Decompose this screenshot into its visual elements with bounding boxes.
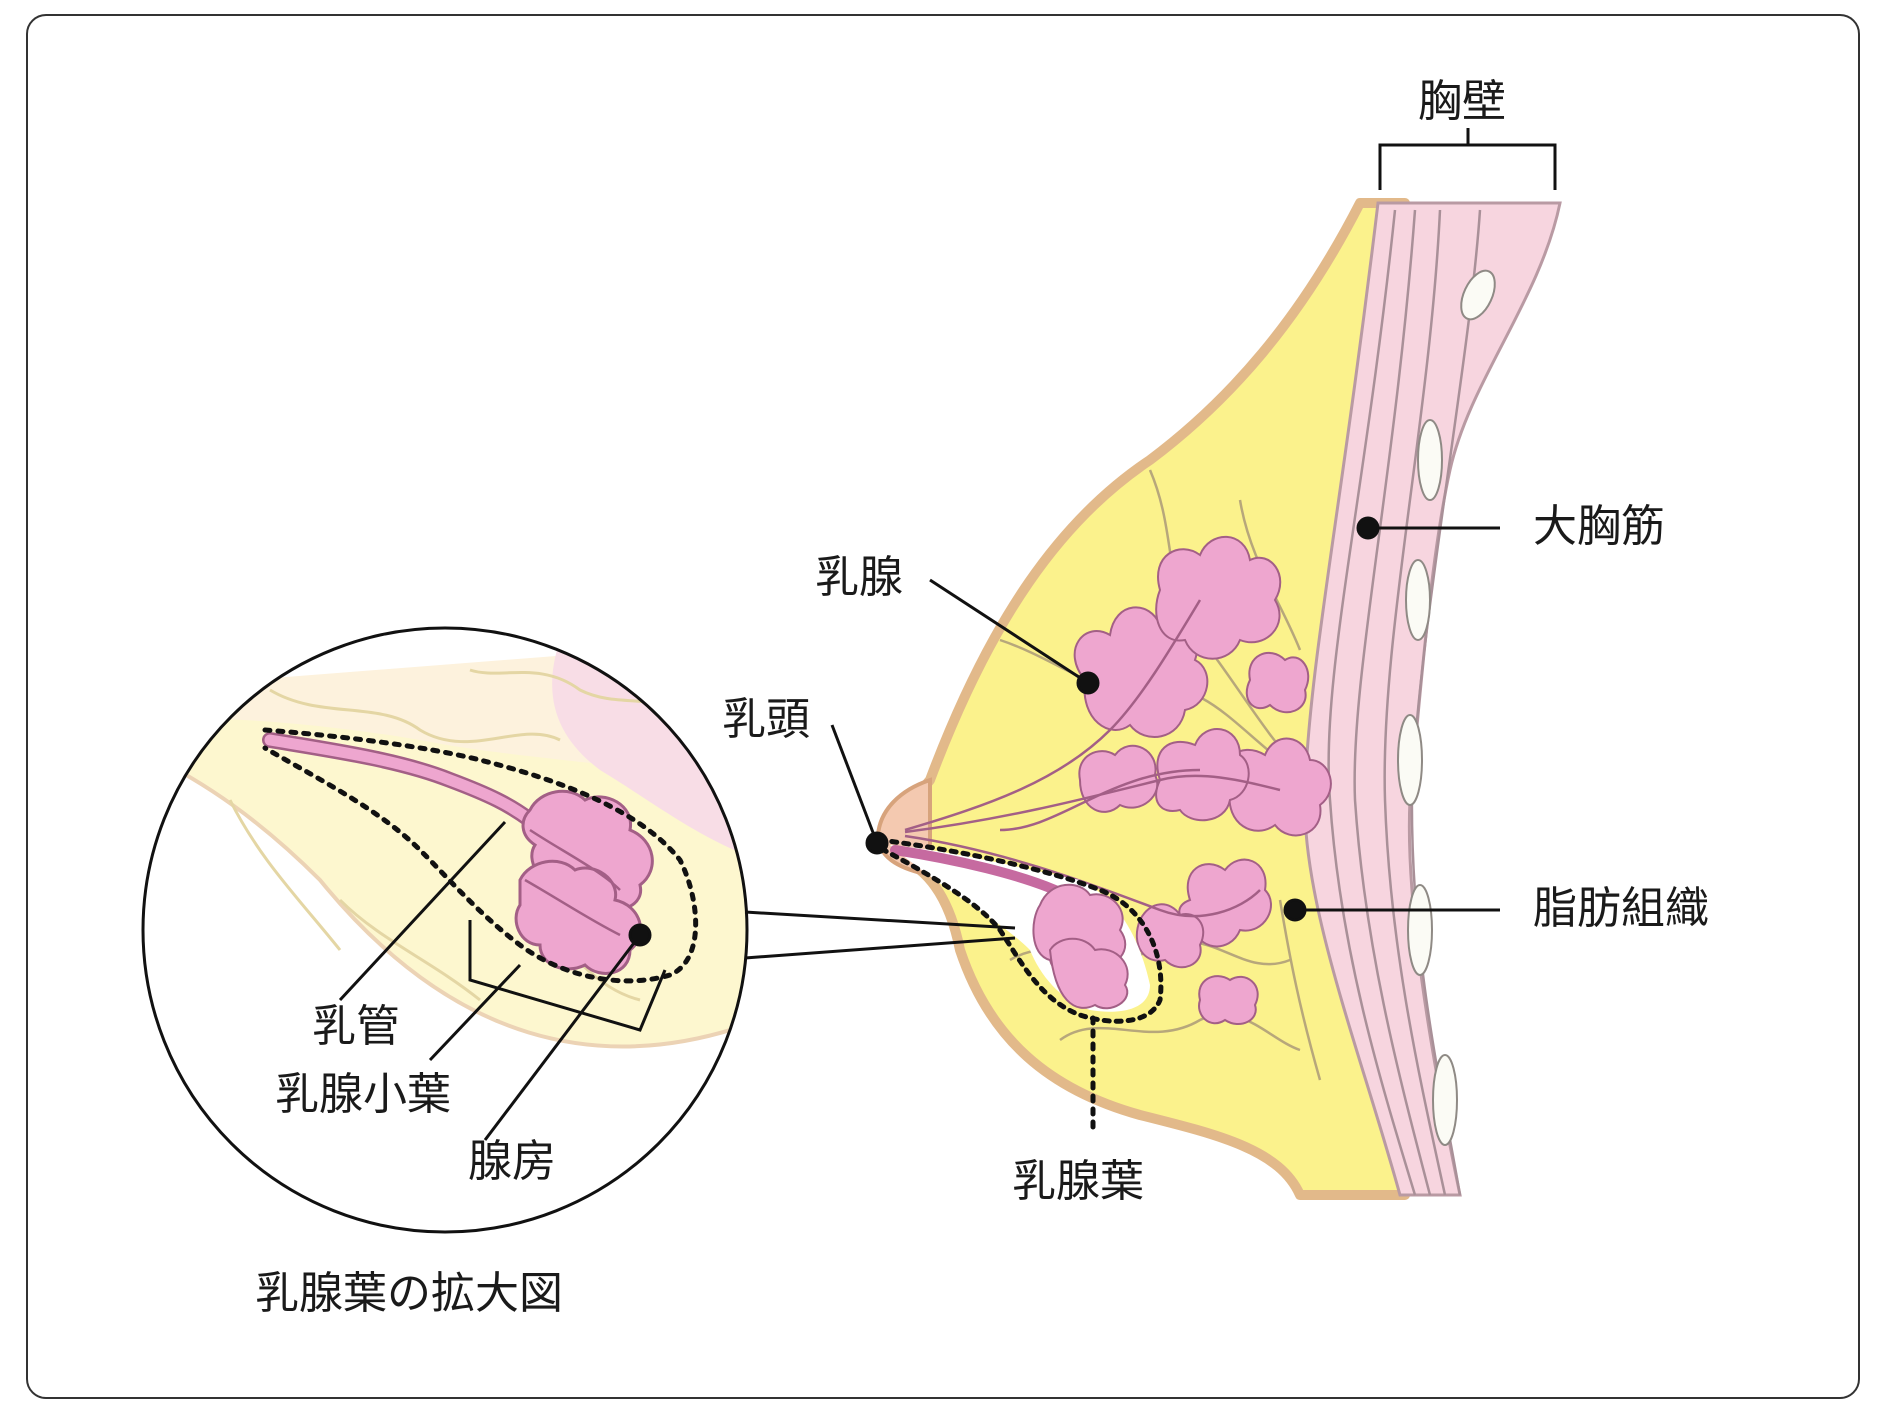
label-pectoralis-major: 大胸筋 xyxy=(1533,501,1665,552)
acinus-dot xyxy=(628,923,652,947)
highlighted-lobe xyxy=(877,837,1164,1024)
figure-caption: 乳腺葉の拡大図 xyxy=(255,1268,563,1319)
label-adipose-tissue: 脂肪組織 xyxy=(1533,883,1709,934)
label-lobule: 乳腺小葉 xyxy=(275,1069,451,1120)
acinus-leader xyxy=(483,934,642,1141)
label-acinus: 腺房 xyxy=(468,1136,556,1187)
nipple-dot xyxy=(865,831,889,855)
adipose-dot xyxy=(1283,898,1307,922)
mammary-gland-leader xyxy=(929,578,1089,685)
mammary-gland-dot xyxy=(1076,671,1100,695)
label-lactiferous-duct: 乳管 xyxy=(312,1001,400,1052)
label-chest-wall: 胸壁 xyxy=(1418,76,1506,127)
label-nipple: 乳頭 xyxy=(722,694,810,745)
lobule-leader xyxy=(428,963,522,1062)
magnify-connectors xyxy=(744,910,1016,960)
label-mammary-lobe: 乳腺葉 xyxy=(1012,1156,1144,1207)
magnified-view xyxy=(141,626,749,1234)
chest-wall-bracket xyxy=(1378,128,1557,190)
pectoralis-dot xyxy=(1356,516,1380,540)
gland-ducts xyxy=(904,599,1281,918)
lobule-bracket xyxy=(468,920,667,1032)
nipple-leader xyxy=(830,724,879,844)
label-mammary-gland: 乳腺 xyxy=(815,552,903,603)
intermuscular-fat xyxy=(1397,269,1496,1146)
breast-cross-section xyxy=(875,198,1562,1200)
duct-leader xyxy=(338,820,507,1002)
